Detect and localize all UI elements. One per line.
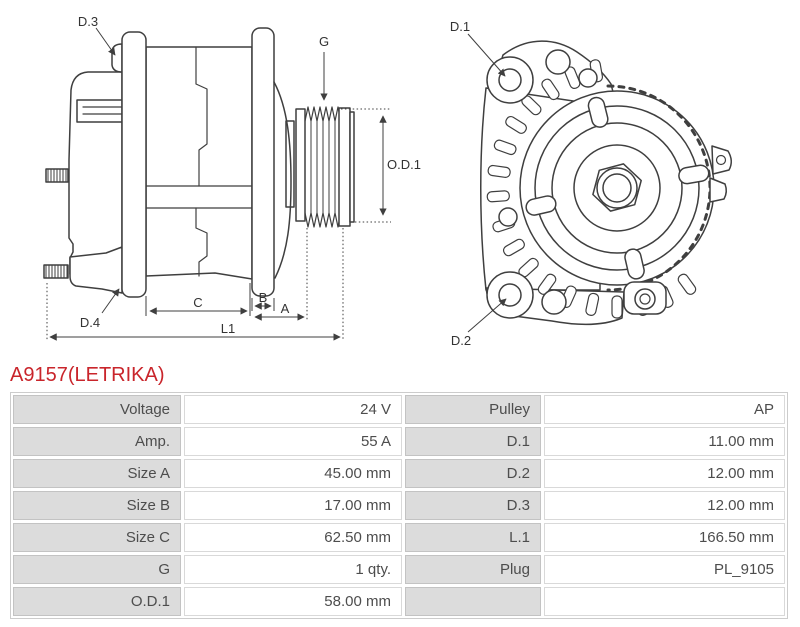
spec-label-cell: Pulley: [405, 395, 541, 424]
spec-label-cell: Amp.: [13, 427, 181, 456]
spec-label-cell: Size B: [13, 491, 181, 520]
spec-label-cell: D.1: [405, 427, 541, 456]
terminal-block: [76, 99, 123, 123]
spec-value-cell: 62.50 mm: [184, 523, 402, 552]
spec-value-cell: 45.00 mm: [184, 459, 402, 488]
dim-label-d3: D.3: [78, 14, 98, 29]
spec-value-cell: 12.00 mm: [544, 459, 785, 488]
front-view: [480, 40, 732, 326]
spec-label-cell: D.2: [405, 459, 541, 488]
spec-label-cell: Voltage: [13, 395, 181, 424]
housing-parting-line: [195, 46, 208, 277]
fan-spokes: [525, 96, 710, 280]
spec-label-cell: [405, 587, 541, 616]
spec-value-cell: 11.00 mm: [544, 427, 785, 456]
spec-value-cell: [544, 587, 785, 616]
spec-label-cell: G: [13, 555, 181, 584]
spec-value-cell: 55 A: [184, 427, 402, 456]
terminal-stud-lower: [43, 264, 69, 279]
side-view-dimensions: [46, 27, 391, 341]
spec-value-cell: PL_9105: [544, 555, 785, 584]
front-view-dimensions: [467, 33, 507, 333]
front-view-labels: D.1 D.2: [450, 19, 471, 348]
dim-label-d1: D.1: [450, 19, 470, 34]
spec-label-cell: Plug: [405, 555, 541, 584]
spec-value-cell: AP: [544, 395, 785, 424]
mount-flange-rear: [121, 31, 147, 298]
part-number-title: A9157(LETRIKA): [10, 364, 165, 386]
spec-table: Voltage 24 V Pulley AP Amp. 55 A D.1 11.…: [10, 392, 788, 619]
dim-label-od1: O.D.1: [387, 157, 421, 172]
spec-label-cell: L.1: [405, 523, 541, 552]
pulley: [295, 106, 355, 228]
dim-label-c: C: [193, 295, 202, 310]
spec-label-cell: Size C: [13, 523, 181, 552]
spec-value-cell: 12.00 mm: [544, 491, 785, 520]
dim-label-b: B: [259, 290, 268, 305]
spec-value-cell: 24 V: [184, 395, 402, 424]
dim-label-a: A: [281, 301, 290, 316]
spec-label-cell: O.D.1: [13, 587, 181, 616]
dim-label-g: G: [319, 34, 329, 49]
side-view-labels: D.3 G O.D.1 D.4 C B A L1: [78, 14, 421, 336]
dim-label-l1: L1: [221, 321, 235, 336]
spec-label-cell: D.3: [405, 491, 541, 520]
spec-value-cell: 1 qty.: [184, 555, 402, 584]
mount-lug-top: [111, 43, 123, 73]
mount-flange-front: [251, 27, 275, 297]
spec-value-cell: 17.00 mm: [184, 491, 402, 520]
drive-end-housing: [273, 81, 292, 279]
dim-label-d4: D.4: [80, 315, 100, 330]
spec-label-cell: Size A: [13, 459, 181, 488]
spec-value-cell: 166.50 mm: [544, 523, 785, 552]
spec-value-cell: 58.00 mm: [184, 587, 402, 616]
side-tab-lower: [709, 177, 728, 203]
side-view: [43, 27, 355, 298]
dim-label-d2: D.2: [451, 333, 471, 348]
technical-diagram: D.3 G O.D.1 D.4 C B A L1: [43, 14, 732, 348]
terminal-stud-upper: [45, 168, 69, 183]
